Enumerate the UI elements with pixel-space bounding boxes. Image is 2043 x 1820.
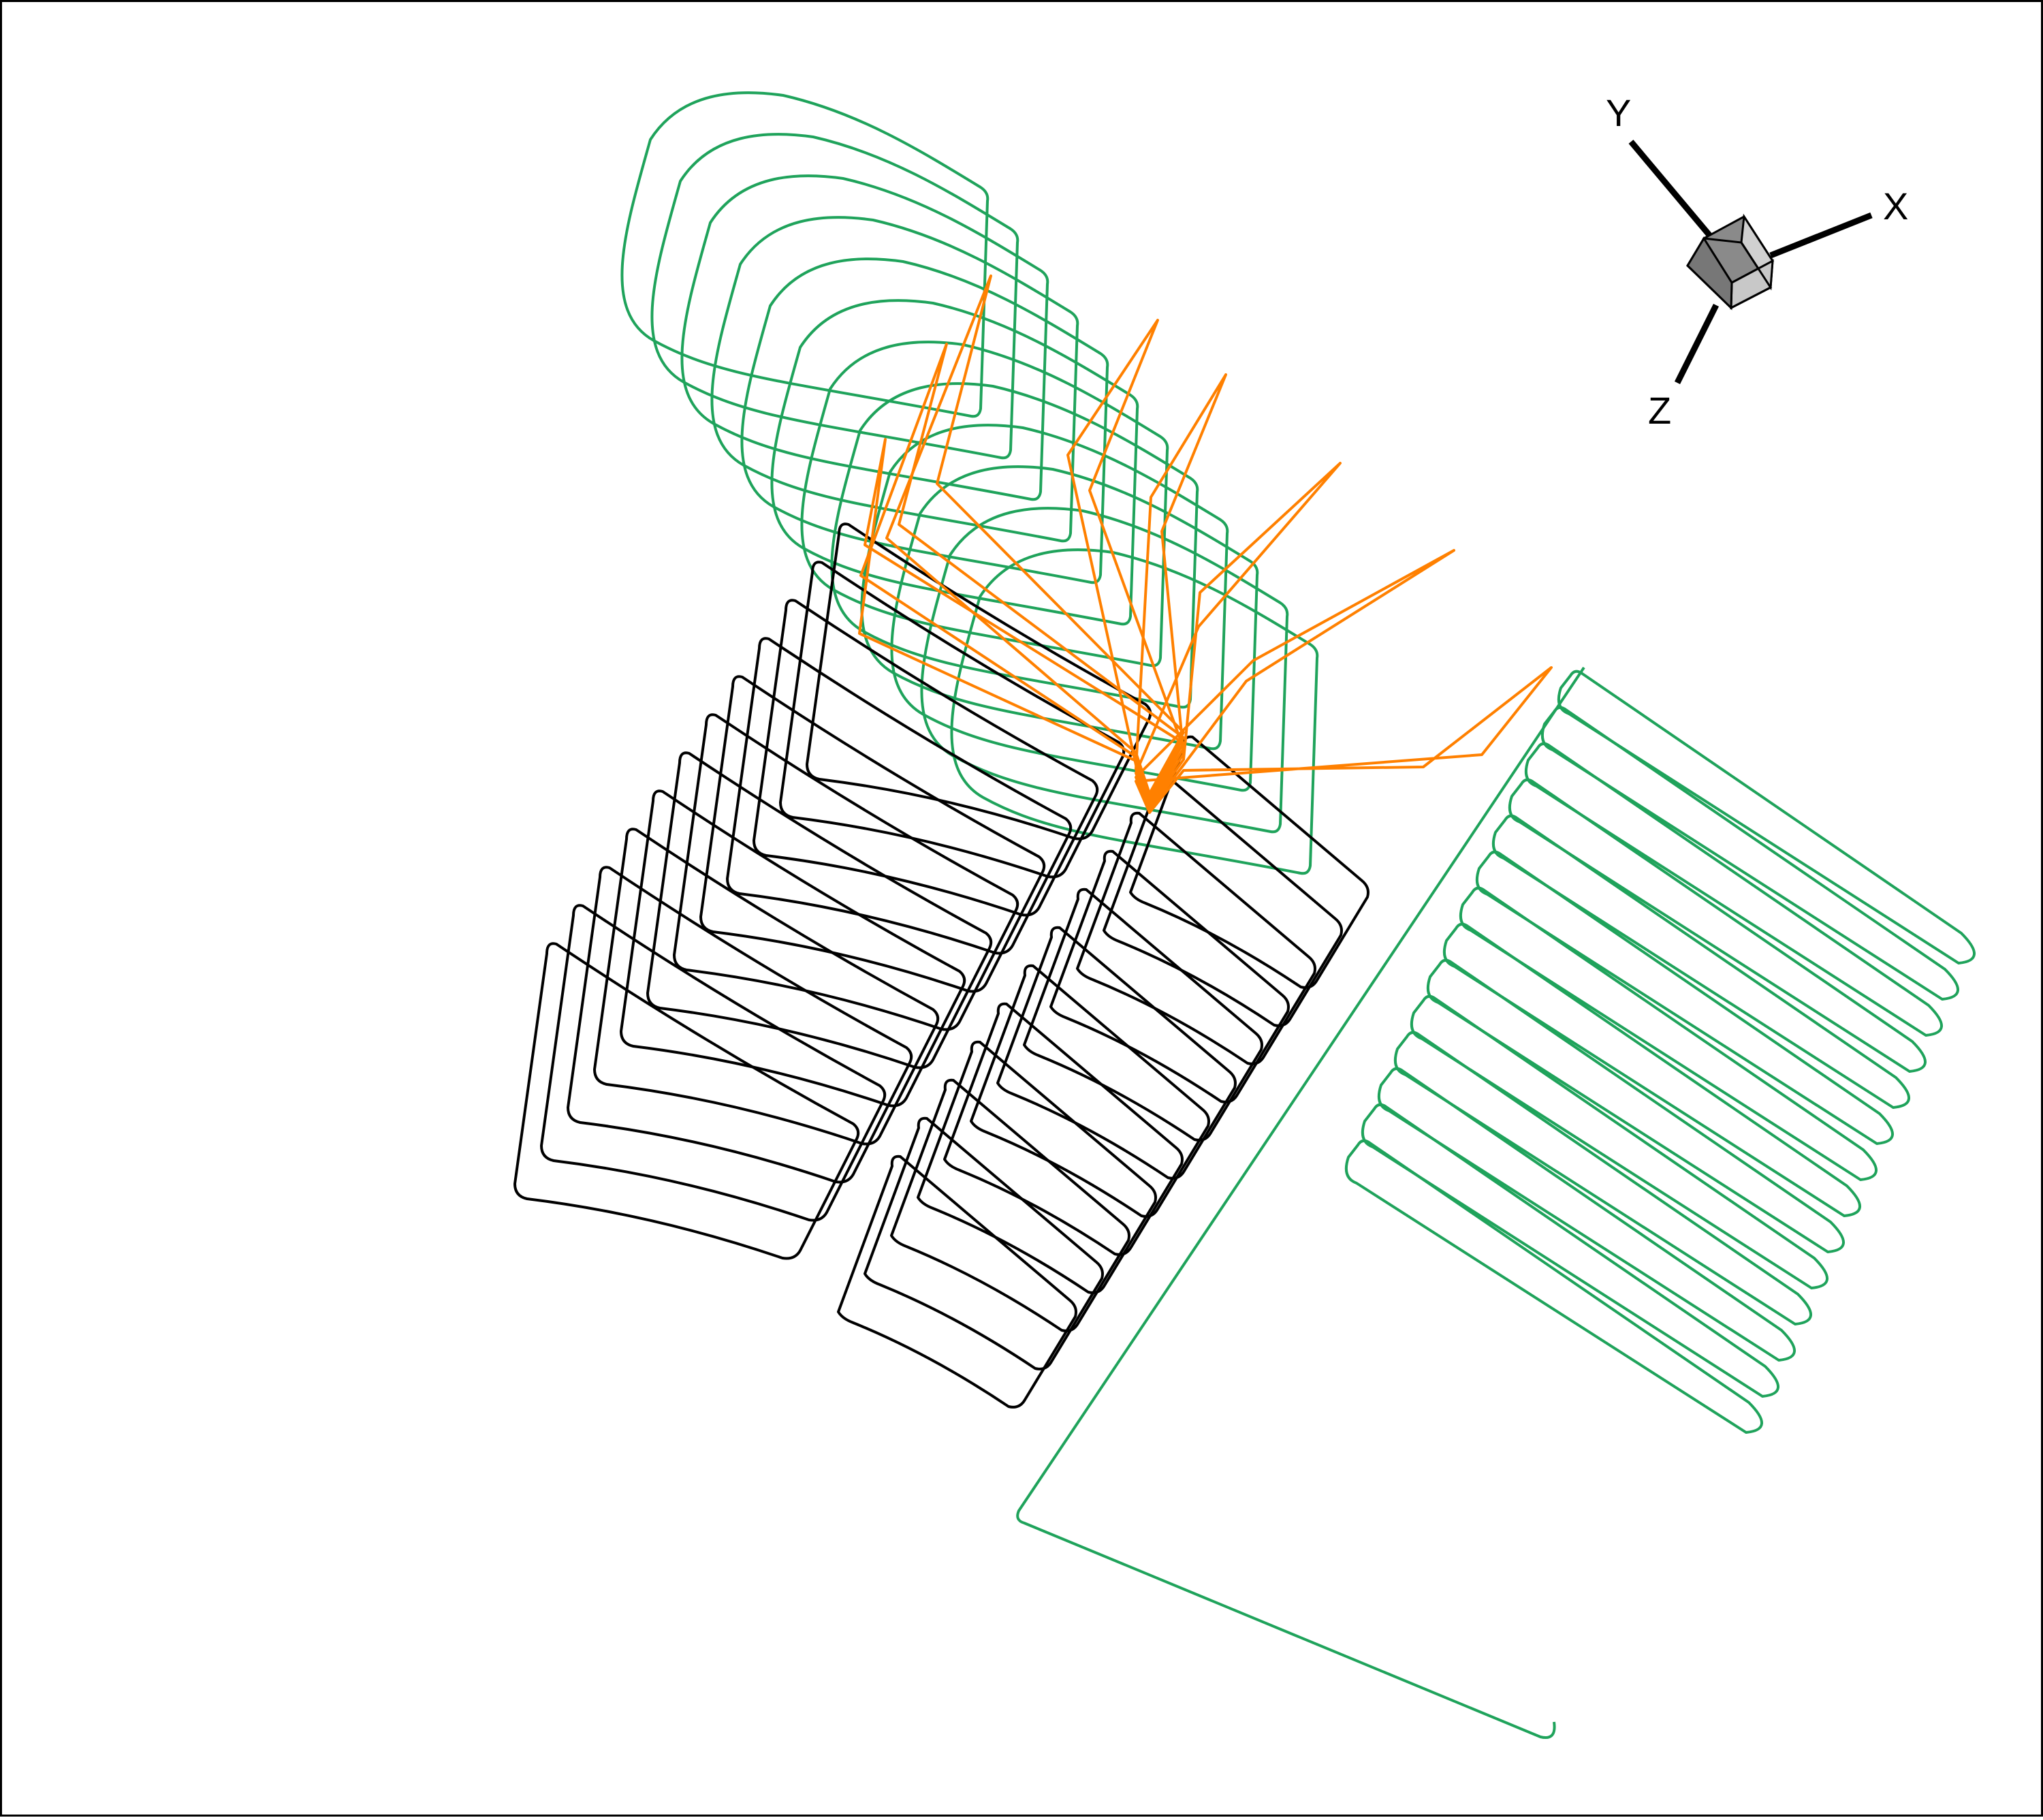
left-green-coil-loops bbox=[620, 91, 1319, 875]
green-coil-outer-edge bbox=[1016, 666, 1585, 1739]
black-coil-upper bbox=[779, 561, 1126, 879]
green-coil-loop bbox=[620, 91, 989, 418]
y-axis-line bbox=[1628, 140, 1712, 237]
green-coil-loop bbox=[830, 382, 1199, 709]
black-coil-upper bbox=[540, 904, 887, 1222]
right-green-hairpin-coils bbox=[1016, 666, 1976, 1739]
black-coil-lower bbox=[1049, 849, 1290, 1103]
black-coil-lower bbox=[1076, 811, 1316, 1065]
orange-coil-fan bbox=[858, 274, 1553, 814]
green-hairpin-coil bbox=[1345, 1139, 1763, 1434]
black-coil-upper bbox=[753, 599, 1099, 917]
black-coil-lower bbox=[837, 1155, 1077, 1409]
green-coil-loop bbox=[950, 548, 1319, 875]
black-coil-upper bbox=[646, 751, 993, 1069]
black-coil-lower bbox=[890, 1078, 1130, 1332]
green-coil-loop bbox=[710, 216, 1079, 543]
black-coil-upper bbox=[567, 866, 913, 1184]
green-coil-loop bbox=[650, 133, 1019, 460]
orange-coil bbox=[1135, 666, 1553, 814]
green-coil-loop bbox=[890, 465, 1259, 792]
green-coil-loop bbox=[920, 507, 1289, 834]
y-axis-label: Y bbox=[1606, 91, 1631, 134]
orientation-triad: Y X Z bbox=[1606, 91, 1908, 432]
z-axis-label: Z bbox=[1648, 389, 1671, 432]
black-coil-lower bbox=[996, 926, 1237, 1180]
x-axis-label: X bbox=[1883, 185, 1908, 227]
black-coil-lower bbox=[943, 1002, 1184, 1256]
orientation-cube-icon bbox=[1686, 213, 1775, 311]
z-axis-line bbox=[1674, 303, 1720, 385]
x-axis-line bbox=[1769, 212, 1873, 259]
green-coil-loop bbox=[740, 257, 1109, 584]
black-coil-lower bbox=[864, 1116, 1104, 1370]
black-coil-lower bbox=[970, 964, 1210, 1218]
green-coil-loop bbox=[770, 299, 1139, 626]
black-coil-upper bbox=[699, 675, 1046, 993]
black-coil-upper bbox=[620, 789, 966, 1108]
black-coil-lower bbox=[917, 1040, 1157, 1294]
black-coil-lower bbox=[1023, 888, 1263, 1142]
lower-black-coil-row bbox=[837, 735, 1369, 1409]
black-coil-lower bbox=[1103, 773, 1343, 1027]
black-coil-upper bbox=[726, 637, 1073, 955]
black-coil-lower bbox=[1129, 735, 1369, 989]
black-coil-upper bbox=[513, 942, 860, 1260]
green-coil-loop bbox=[680, 174, 1049, 501]
upper-black-coil-row bbox=[513, 522, 1152, 1260]
black-coil-upper bbox=[593, 828, 940, 1146]
black-coil-upper bbox=[673, 713, 1019, 1031]
green-coil-loop bbox=[860, 424, 1229, 751]
